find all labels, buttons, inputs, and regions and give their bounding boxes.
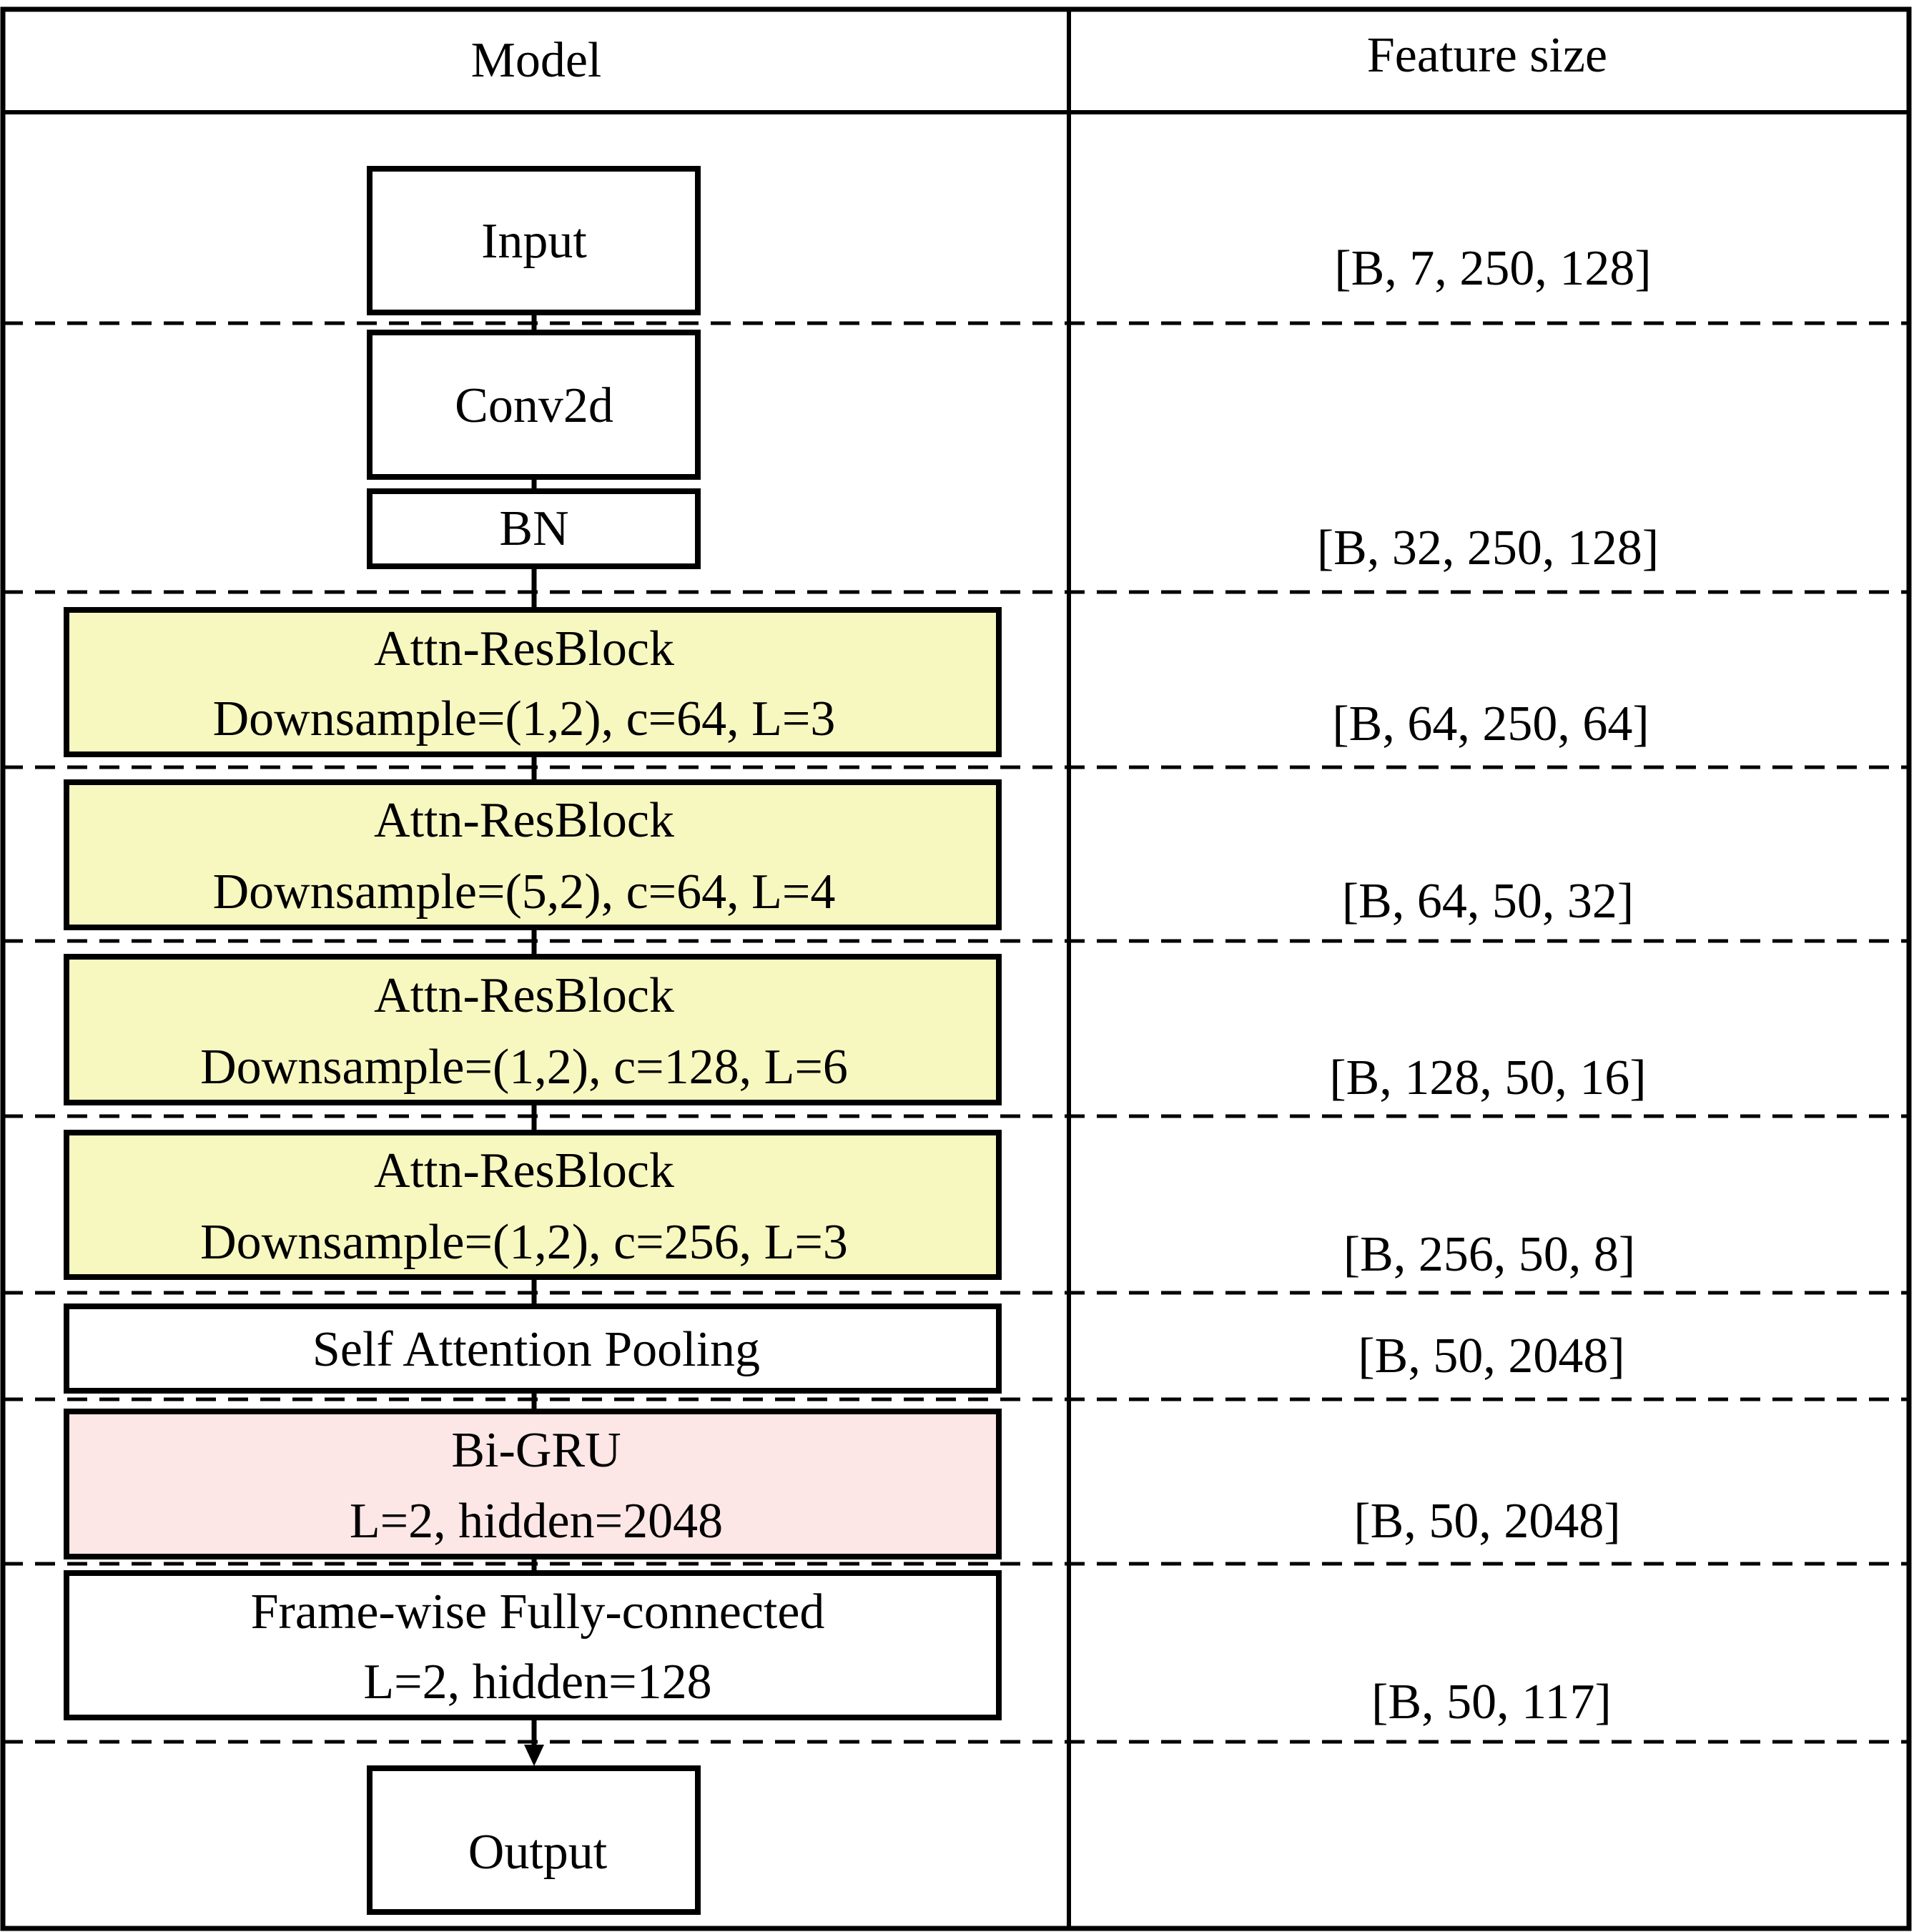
arrow-head-icon: [524, 1745, 544, 1766]
feature-size: [B, 50, 2048]: [1358, 1329, 1624, 1384]
feature-size-column: [B, 7, 250, 128] [B, 32, 250, 128] [B, 6…: [1317, 241, 1659, 1730]
block-params: L=2, hidden=128: [363, 1655, 711, 1710]
block-label: Attn-ResBlock: [374, 1143, 674, 1198]
block-output: Output: [367, 1765, 701, 1915]
block-params: Downsample=(5,2), c=64, L=4: [213, 864, 836, 920]
feature-size: [B, 128, 50, 16]: [1329, 1050, 1646, 1105]
feature-size: [B, 50, 117]: [1371, 1675, 1612, 1730]
feature-size: [B, 32, 250, 128]: [1317, 521, 1659, 576]
feature-size: [B, 64, 250, 64]: [1332, 696, 1649, 751]
block-params: Downsample=(1,2), c=128, L=6: [200, 1040, 848, 1095]
feature-size: [B, 7, 250, 128]: [1334, 241, 1651, 296]
block-attn-resblock-3: Attn-ResBlock Downsample=(1,2), c=128, L…: [64, 954, 1002, 1105]
block-params: L=2, hidden=2048: [350, 1494, 723, 1549]
block-label: BN: [499, 501, 568, 556]
block-label: Attn-ResBlock: [374, 793, 674, 848]
block-params: Downsample=(1,2), c=256, L=3: [200, 1215, 848, 1270]
header-feature-size: Feature size: [1367, 28, 1607, 83]
block-params: Downsample=(1,2), c=64, L=3: [213, 691, 836, 746]
feature-size: [B, 50, 2048]: [1353, 1494, 1620, 1549]
block-label: Output: [468, 1825, 608, 1880]
block-label: Bi-GRU: [451, 1423, 621, 1478]
block-frame-wise-fc: Frame-wise Fully-connected L=2, hidden=1…: [64, 1570, 1002, 1720]
block-bi-gru: Bi-GRU L=2, hidden=2048: [64, 1409, 1002, 1559]
block-attn-resblock-2: Attn-ResBlock Downsample=(5,2), c=64, L=…: [64, 779, 1002, 930]
block-label: Input: [481, 214, 587, 269]
block-label: Frame-wise Fully-connected: [251, 1584, 825, 1640]
block-label: Conv2d: [455, 378, 613, 433]
block-bn: BN: [367, 488, 701, 569]
table-border: [0, 6, 1912, 1931]
block-attn-resblock-4: Attn-ResBlock Downsample=(1,2), c=256, L…: [64, 1130, 1002, 1280]
block-label: Attn-ResBlock: [374, 621, 674, 676]
block-self-attention-pooling: Self Attention Pooling: [64, 1303, 1002, 1394]
block-conv2d: Conv2d: [367, 330, 701, 480]
block-label: Attn-ResBlock: [374, 968, 674, 1023]
feature-size: [B, 256, 50, 8]: [1343, 1227, 1635, 1282]
row-separators: [3, 321, 1909, 1744]
block-attn-resblock-1: Attn-ResBlock Downsample=(1,2), c=64, L=…: [64, 607, 1002, 757]
block-label: Self Attention Pooling: [312, 1322, 760, 1377]
feature-size: [B, 64, 50, 32]: [1342, 874, 1634, 929]
block-input: Input: [367, 166, 701, 315]
header-model: Model: [471, 33, 602, 88]
